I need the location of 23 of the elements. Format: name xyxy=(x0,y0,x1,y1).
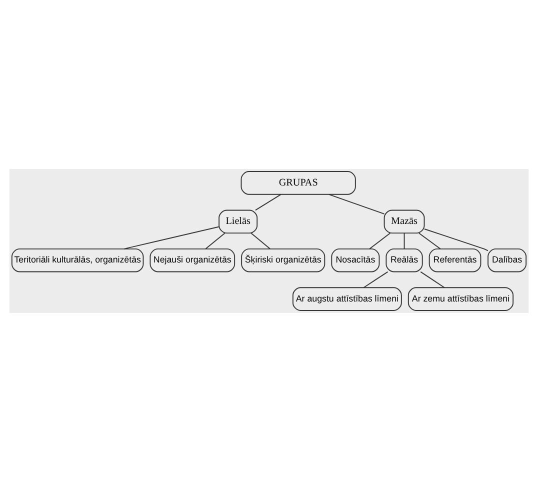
connector xyxy=(328,194,385,214)
node-box: Referentās xyxy=(428,248,482,272)
node-box: Šķiriski organizētās xyxy=(241,248,326,272)
node-box: Ar zemu attīstības līmeni xyxy=(408,287,514,311)
node-box: Nosacītās xyxy=(331,248,380,272)
connector xyxy=(205,232,226,250)
node-box: Ar augstu attīstības līmeni xyxy=(292,287,402,311)
connector xyxy=(255,194,282,211)
node-box: Nejauši organizētās xyxy=(150,248,236,272)
node-box: Lielās xyxy=(218,210,258,234)
connector xyxy=(250,232,270,250)
node-box: Teritoriāli kulturālās, organizētās xyxy=(11,248,144,272)
connector xyxy=(420,271,445,288)
connector xyxy=(424,228,488,252)
node-box: GRUPAS xyxy=(240,171,356,195)
node-box: Reālās xyxy=(386,248,423,272)
connector xyxy=(123,226,220,250)
node-box: Dalības xyxy=(488,248,527,272)
connector xyxy=(418,232,441,250)
connector xyxy=(404,232,405,250)
connector xyxy=(363,271,388,288)
node-box: Mazās xyxy=(384,210,425,234)
connector xyxy=(369,232,391,250)
